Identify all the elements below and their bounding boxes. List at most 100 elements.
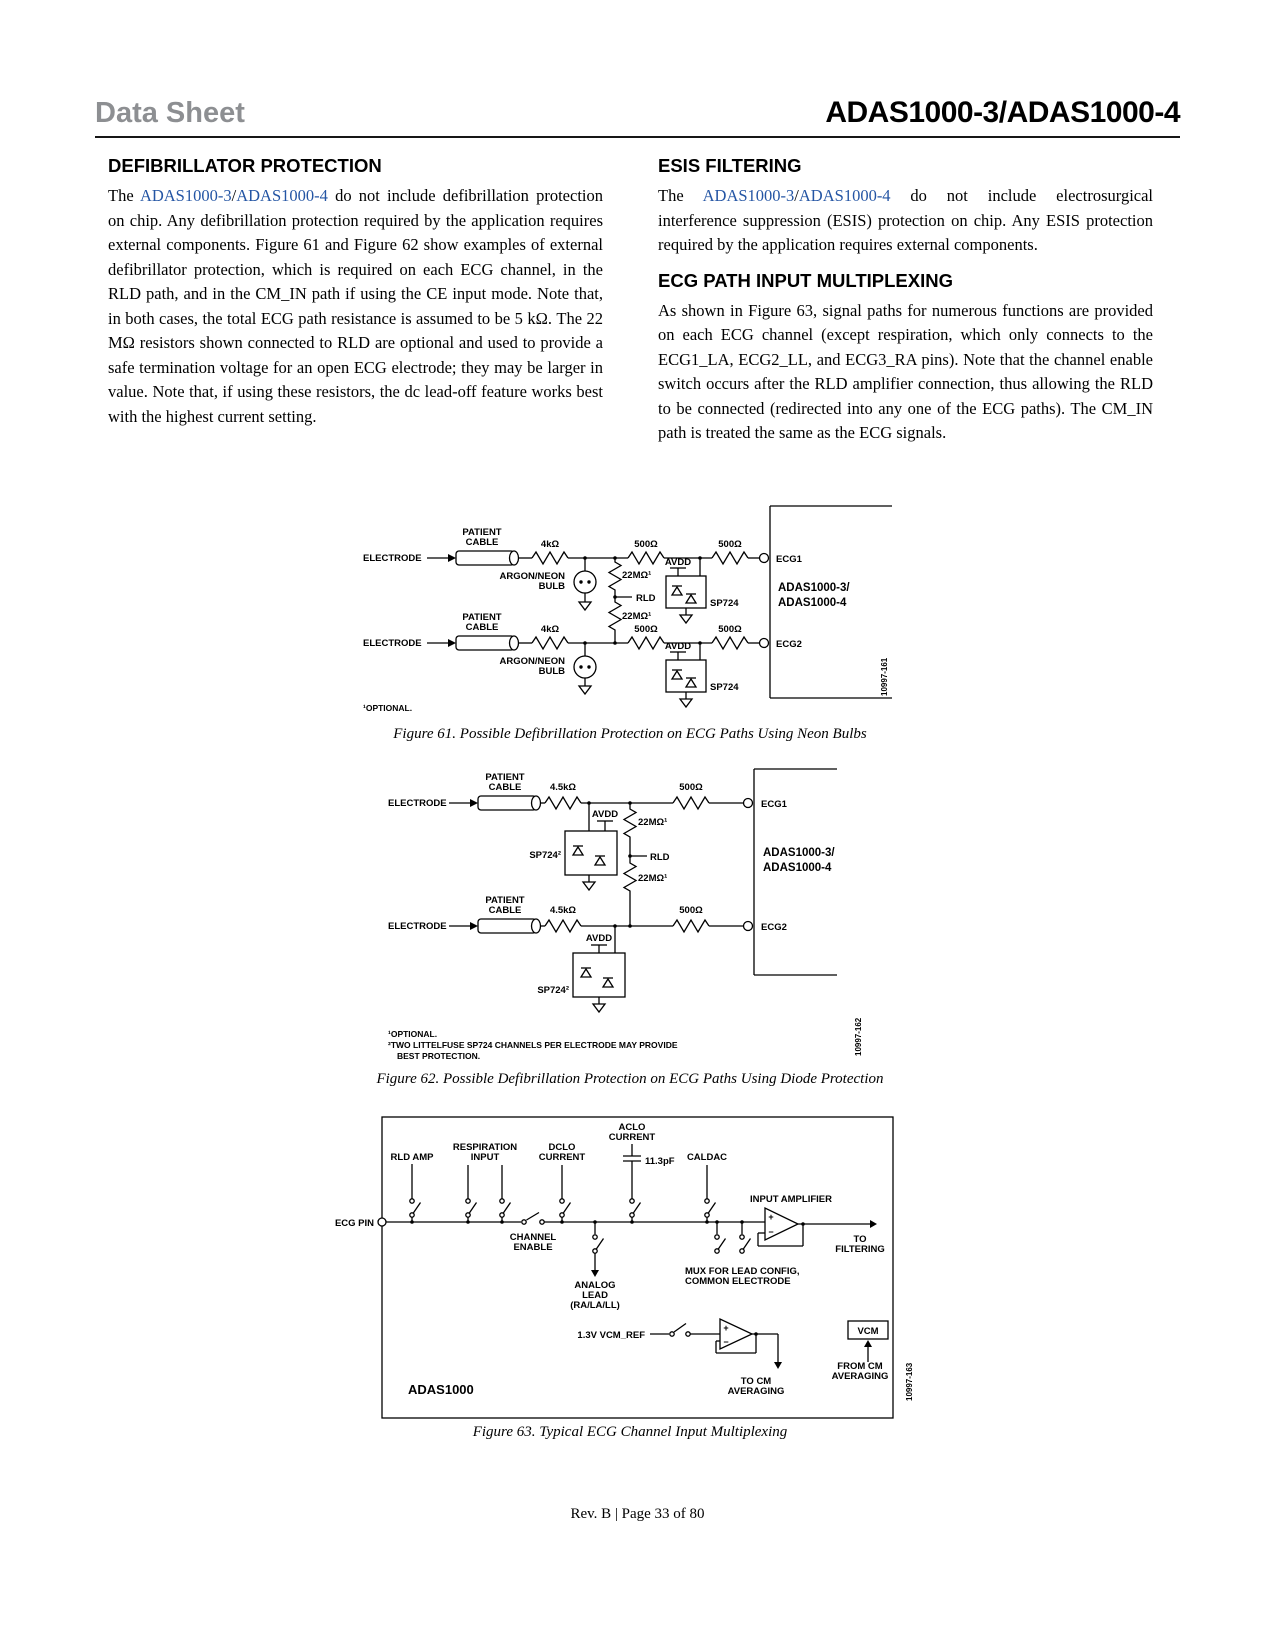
label-argon-neon: ARGON/NEON (500, 571, 566, 582)
opamp-plus-sign: + (723, 1323, 728, 1333)
label-bulb: BULB (539, 581, 566, 592)
opamp-plus-sign: + (768, 1212, 773, 1222)
label-500: 500Ω (679, 905, 703, 916)
label-cap-value: 11.3pF (645, 1156, 675, 1167)
ground-icon (678, 614, 694, 625)
opamp-minus-sign: − (768, 1227, 773, 1237)
label-sp724: SP724 (710, 598, 739, 609)
label-electrode: ELECTRODE (363, 638, 422, 649)
link-adas1000-4[interactable]: ADAS1000-4 (798, 186, 891, 205)
fig63-labels: ECG PIN RLD AMP RESPIRATION INPUT DCLO C… (335, 1122, 914, 1401)
resistor-500-icon (672, 918, 710, 934)
footnote-littelfuse: ²TWO LITTELFUSE SP724 CHANNELS PER ELECT… (388, 1040, 678, 1050)
label-input: INPUT (471, 1152, 500, 1163)
electrode-arrow-icon (448, 639, 456, 647)
chip-name-line2: ADAS1000-4 (763, 862, 832, 874)
ecg-pin-circle (377, 1217, 387, 1227)
label-500: 500Ω (634, 539, 658, 550)
electrode-arrow-icon (470, 922, 478, 930)
figure-62-diagram: ELECTRODE ELECTRODE PATIENT CABLE PATIEN… (388, 768, 863, 1061)
label-sp724: SP724 (710, 682, 739, 693)
label-current: CURRENT (609, 1132, 656, 1143)
part-number: ADAS1000-3/ADAS1000-4 (825, 96, 1180, 129)
rld-amp-switch-icon (409, 1164, 422, 1222)
label-4k: 4kΩ (541, 624, 560, 635)
junction-dots (583, 556, 702, 645)
ground-icon (678, 698, 694, 709)
down-arrow-icon (591, 1270, 599, 1277)
link-adas1000-3[interactable]: ADAS1000-3 (702, 186, 795, 205)
label-patient: PATIENT (485, 895, 524, 906)
label-cable: CABLE (489, 905, 522, 916)
figure-63: ECG PIN RLD AMP RESPIRATION INPUT DCLO C… (320, 1113, 920, 1421)
label-rld-amp: RLD AMP (391, 1152, 435, 1163)
label-averaging: AVERAGING (832, 1371, 889, 1382)
chip-name-line2: ADAS1000-4 (778, 597, 847, 609)
right-arrow-icon (870, 1220, 877, 1228)
label-caldac: CALDAC (687, 1152, 727, 1163)
ground-icon (577, 685, 593, 696)
label-dclo: DCLO (549, 1142, 576, 1153)
figure-62-caption: Figure 62. Possible Defibrillation Prote… (376, 1071, 884, 1087)
label-22m: 22MΩ¹ (638, 817, 667, 828)
link-adas1000-4[interactable]: ADAS1000-4 (236, 186, 328, 205)
dclo-switch-icon (559, 1165, 572, 1222)
section-title-esis: ESIS FILTERING (658, 155, 802, 176)
resistor-22m-icon (607, 558, 623, 597)
link-adas1000-3[interactable]: ADAS1000-3 (139, 186, 232, 205)
label-ecg-pin: ECG PIN (335, 1218, 374, 1229)
label-cable: CABLE (489, 782, 522, 793)
diode-icon (670, 585, 684, 596)
label-electrode: ELECTRODE (388, 798, 447, 809)
sp724-suppressor-icon (665, 558, 707, 625)
vcm-node-icon (847, 1320, 889, 1362)
patient-cable-icon (477, 918, 542, 934)
label-rld: RLD (636, 593, 656, 604)
patient-cable-icon (455, 550, 520, 566)
junction-dots (410, 1220, 805, 1336)
chip-name-line1: ADAS1000-3/ (778, 582, 850, 594)
label-4k: 4kΩ (541, 539, 560, 550)
opamp-icon (757, 1206, 877, 1247)
chip-outline (769, 505, 892, 699)
resistor-22m-icon (607, 597, 623, 643)
diode-icon (684, 677, 698, 688)
electrode-arrow-icon (470, 799, 478, 807)
label-vcm-ref: 1.3V VCM_REF (577, 1330, 645, 1341)
label-averaging: AVERAGING (728, 1386, 785, 1397)
caldac-switch-icon (704, 1165, 717, 1222)
left-column: DEFIBRILLATOR PROTECTION The ADAS1000-3/… (108, 155, 603, 441)
resistor-500-icon (627, 635, 665, 651)
label-ecg2: ECG2 (776, 639, 802, 650)
label-mux-line1: MUX FOR LEAD CONFIG, (685, 1266, 800, 1277)
label-enable: ENABLE (513, 1242, 552, 1253)
label-patient: PATIENT (485, 772, 524, 783)
diode-icon (670, 669, 684, 680)
chip-name-line1: ADAS1000-3/ (763, 847, 835, 859)
ground-icon (591, 1003, 607, 1014)
up-arrow-icon (864, 1340, 872, 1347)
esis-text-post: do not include electrosurgical interfere… (658, 186, 1154, 254)
label-22m: 22MΩ¹ (622, 611, 651, 622)
resistor-4k-icon (531, 550, 569, 566)
footnote-littelfuse-2: BEST PROTECTION. (397, 1051, 480, 1061)
resistor-4k-icon (531, 635, 569, 651)
label-vcm: VCM (857, 1326, 878, 1337)
label-avdd: AVDD (586, 933, 612, 944)
aclo-capacitor-switch-icon (623, 1144, 642, 1222)
defib-paragraph: The ADAS1000-3/ADAS1000-4 do not include… (108, 184, 603, 429)
page-footer: Rev. B | Page 33 of 80 (570, 1506, 705, 1522)
label-input-amplifier: INPUT AMPLIFIER (750, 1194, 832, 1205)
footnote-optional: ¹OPTIONAL. (388, 1029, 437, 1039)
label-patient: PATIENT (462, 612, 501, 623)
label-argon-neon: ARGON/NEON (500, 656, 566, 667)
neon-bulb-icon (573, 643, 597, 696)
figure-63-caption: Figure 63. Typical ECG Channel Input Mul… (472, 1424, 788, 1440)
esis-sep: / (794, 186, 799, 205)
sp724-suppressor-icon (572, 926, 626, 1014)
label-ecg1: ECG1 (761, 799, 788, 810)
label-from-cm: FROM CM (837, 1361, 882, 1372)
label-cable: CABLE (466, 537, 499, 548)
channel-enable-switch-icon (521, 1211, 545, 1225)
